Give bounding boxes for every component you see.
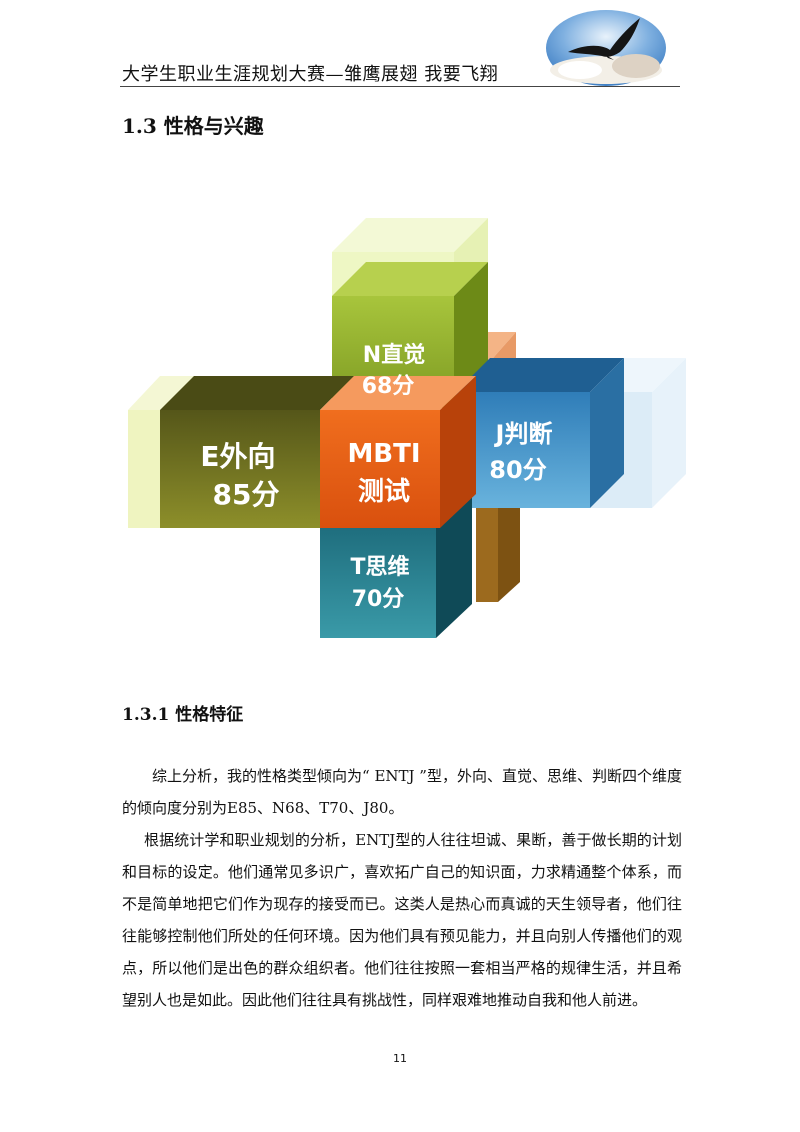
j-cube-front <box>456 392 590 508</box>
page-header: 大学生职业生涯规划大赛—雏鹰展翅 我要飞翔 <box>120 58 680 87</box>
t-score-label: 70分 <box>352 587 405 612</box>
e-extension-top <box>128 376 200 410</box>
slab-side <box>498 478 520 602</box>
section-heading: 1.3 性格与兴趣 <box>122 114 264 138</box>
paragraph-analysis: 根据统计学和职业规划的分析，ENTJ型的人往往坦诚、果断，善于做长期的计划和目标… <box>122 831 682 1009</box>
n-score-label: 68分 <box>362 374 415 399</box>
t-cube-front <box>320 528 436 638</box>
subsection-heading: 1.3.1 性格特征 <box>122 705 244 725</box>
paragraph-summary: 综上分析，我的性格类型倾向为“ ENTJ ”型，外向、直觉、思维、判断四个维度的… <box>122 767 682 817</box>
n-cube-top <box>332 262 488 296</box>
n-extension-top <box>332 218 488 252</box>
eagle-image <box>546 10 666 86</box>
e-cube-top <box>160 376 354 410</box>
e-name-label: E外向 <box>200 440 275 473</box>
center-cube-top <box>320 376 476 410</box>
header-title: 大学生职业生涯规划大赛—雏鹰展翅 我要飞翔 <box>122 64 499 85</box>
e-extension-front <box>128 410 168 528</box>
j-name-label: J判断 <box>494 420 553 448</box>
mbti-diagram: N直觉 68分 E外向 85分 MBTI 测试 J判断 80分 T思维 70分 <box>128 218 686 638</box>
j-cube-side <box>590 358 624 508</box>
e-score-label: 85分 <box>213 478 280 511</box>
page-number: 11 <box>393 1052 407 1065</box>
j-cube-top <box>456 358 624 392</box>
slab-front <box>476 500 498 602</box>
center-cube-side <box>440 376 476 528</box>
t-name-label: T思维 <box>350 554 409 580</box>
n-name-label: N直觉 <box>363 342 425 368</box>
center-label-line1: MBTI <box>347 439 420 469</box>
t-cube-side <box>436 494 472 638</box>
e-cube-front <box>160 410 320 528</box>
center-cube-front <box>320 410 440 528</box>
center-label-line2: 测试 <box>358 477 410 507</box>
j-extension-side <box>652 358 686 508</box>
j-score-label: 80分 <box>489 456 546 484</box>
